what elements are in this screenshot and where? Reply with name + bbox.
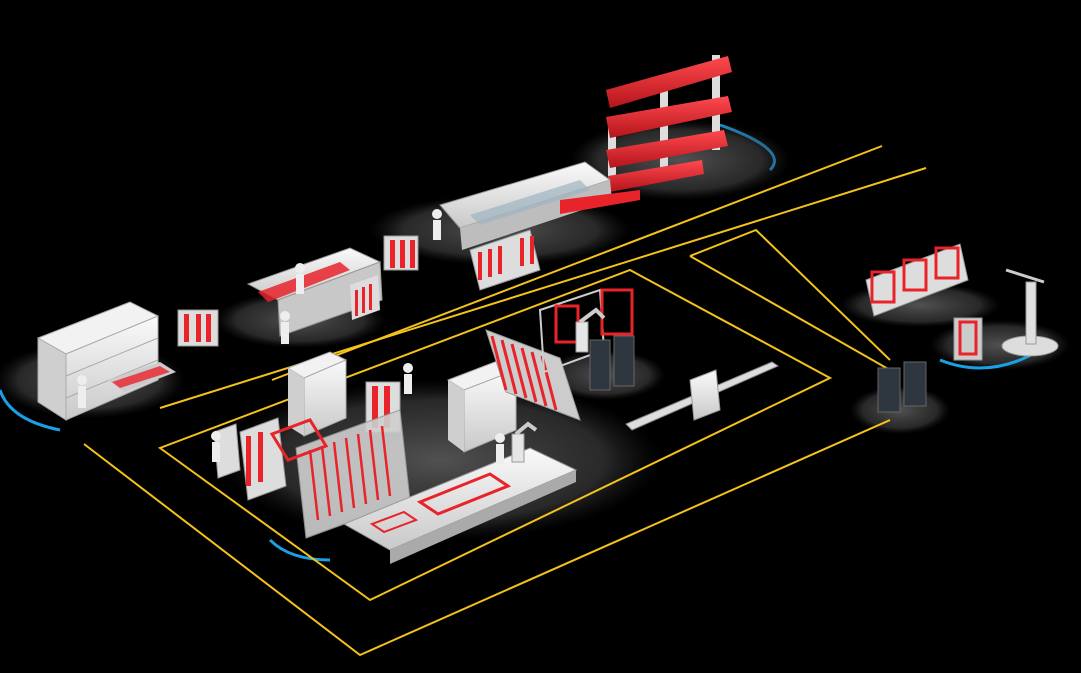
profile-carts-upper bbox=[177, 235, 419, 347]
worker-icon bbox=[77, 209, 505, 464]
glazing-racks bbox=[538, 288, 635, 391]
cantilever-rack-icon bbox=[606, 55, 732, 192]
right-output-area bbox=[865, 243, 1059, 413]
robot-arm-icon bbox=[511, 307, 606, 463]
roller-conveyor bbox=[625, 361, 780, 431]
assembly-cluster bbox=[213, 329, 581, 564]
left-shelving bbox=[36, 301, 176, 421]
saw-line-icon bbox=[439, 161, 640, 291]
stretch-wrapper-icon bbox=[1001, 268, 1059, 357]
machining-centre bbox=[246, 247, 383, 337]
